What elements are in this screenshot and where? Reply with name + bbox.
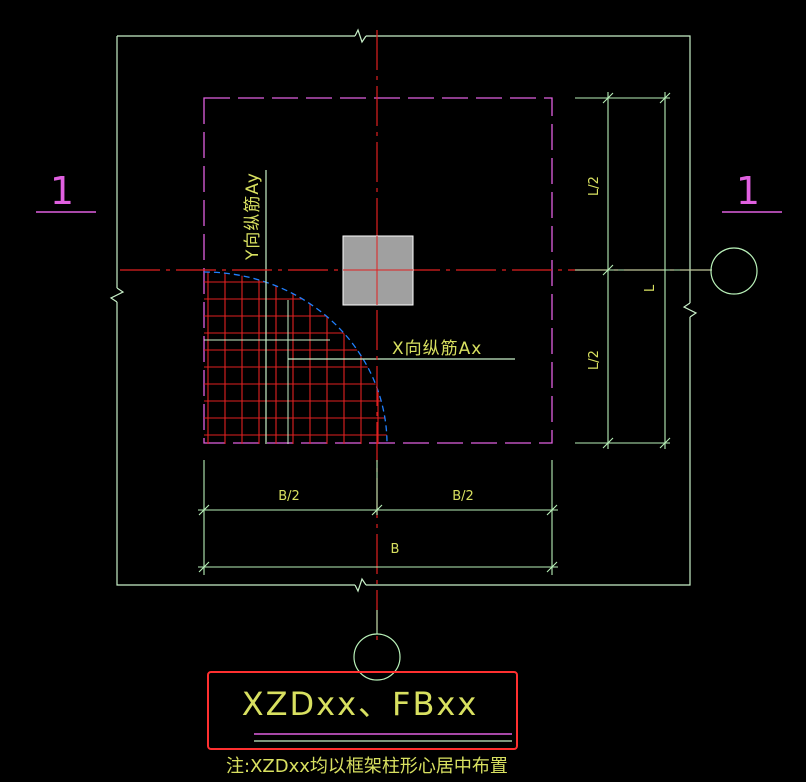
quarter-arc <box>203 271 388 445</box>
dim-b-half-right: B/2 <box>452 489 474 504</box>
axis-bubble-right <box>710 247 758 295</box>
drawing-title: XZDxx、FBxx <box>242 685 479 723</box>
title-highlight-box <box>207 671 518 750</box>
dimension-b <box>198 460 558 575</box>
y-rebar-label: Y向纵筋Ay <box>243 172 263 261</box>
section-mark-right: 1 <box>736 169 760 213</box>
x-rebar-label: X向纵筋Ax <box>392 339 482 359</box>
dim-l-half-top: L/2 <box>587 176 602 196</box>
section-mark-left: 1 <box>50 169 74 213</box>
dim-l-half-bottom: L/2 <box>587 350 602 370</box>
dim-b-half-left: B/2 <box>278 489 300 504</box>
slab-outline <box>109 28 698 593</box>
dim-b: B <box>391 542 400 557</box>
dim-l: L <box>643 284 658 292</box>
drawing-note: 注:XZDxx均以框架柱形心居中布置 <box>226 756 508 777</box>
